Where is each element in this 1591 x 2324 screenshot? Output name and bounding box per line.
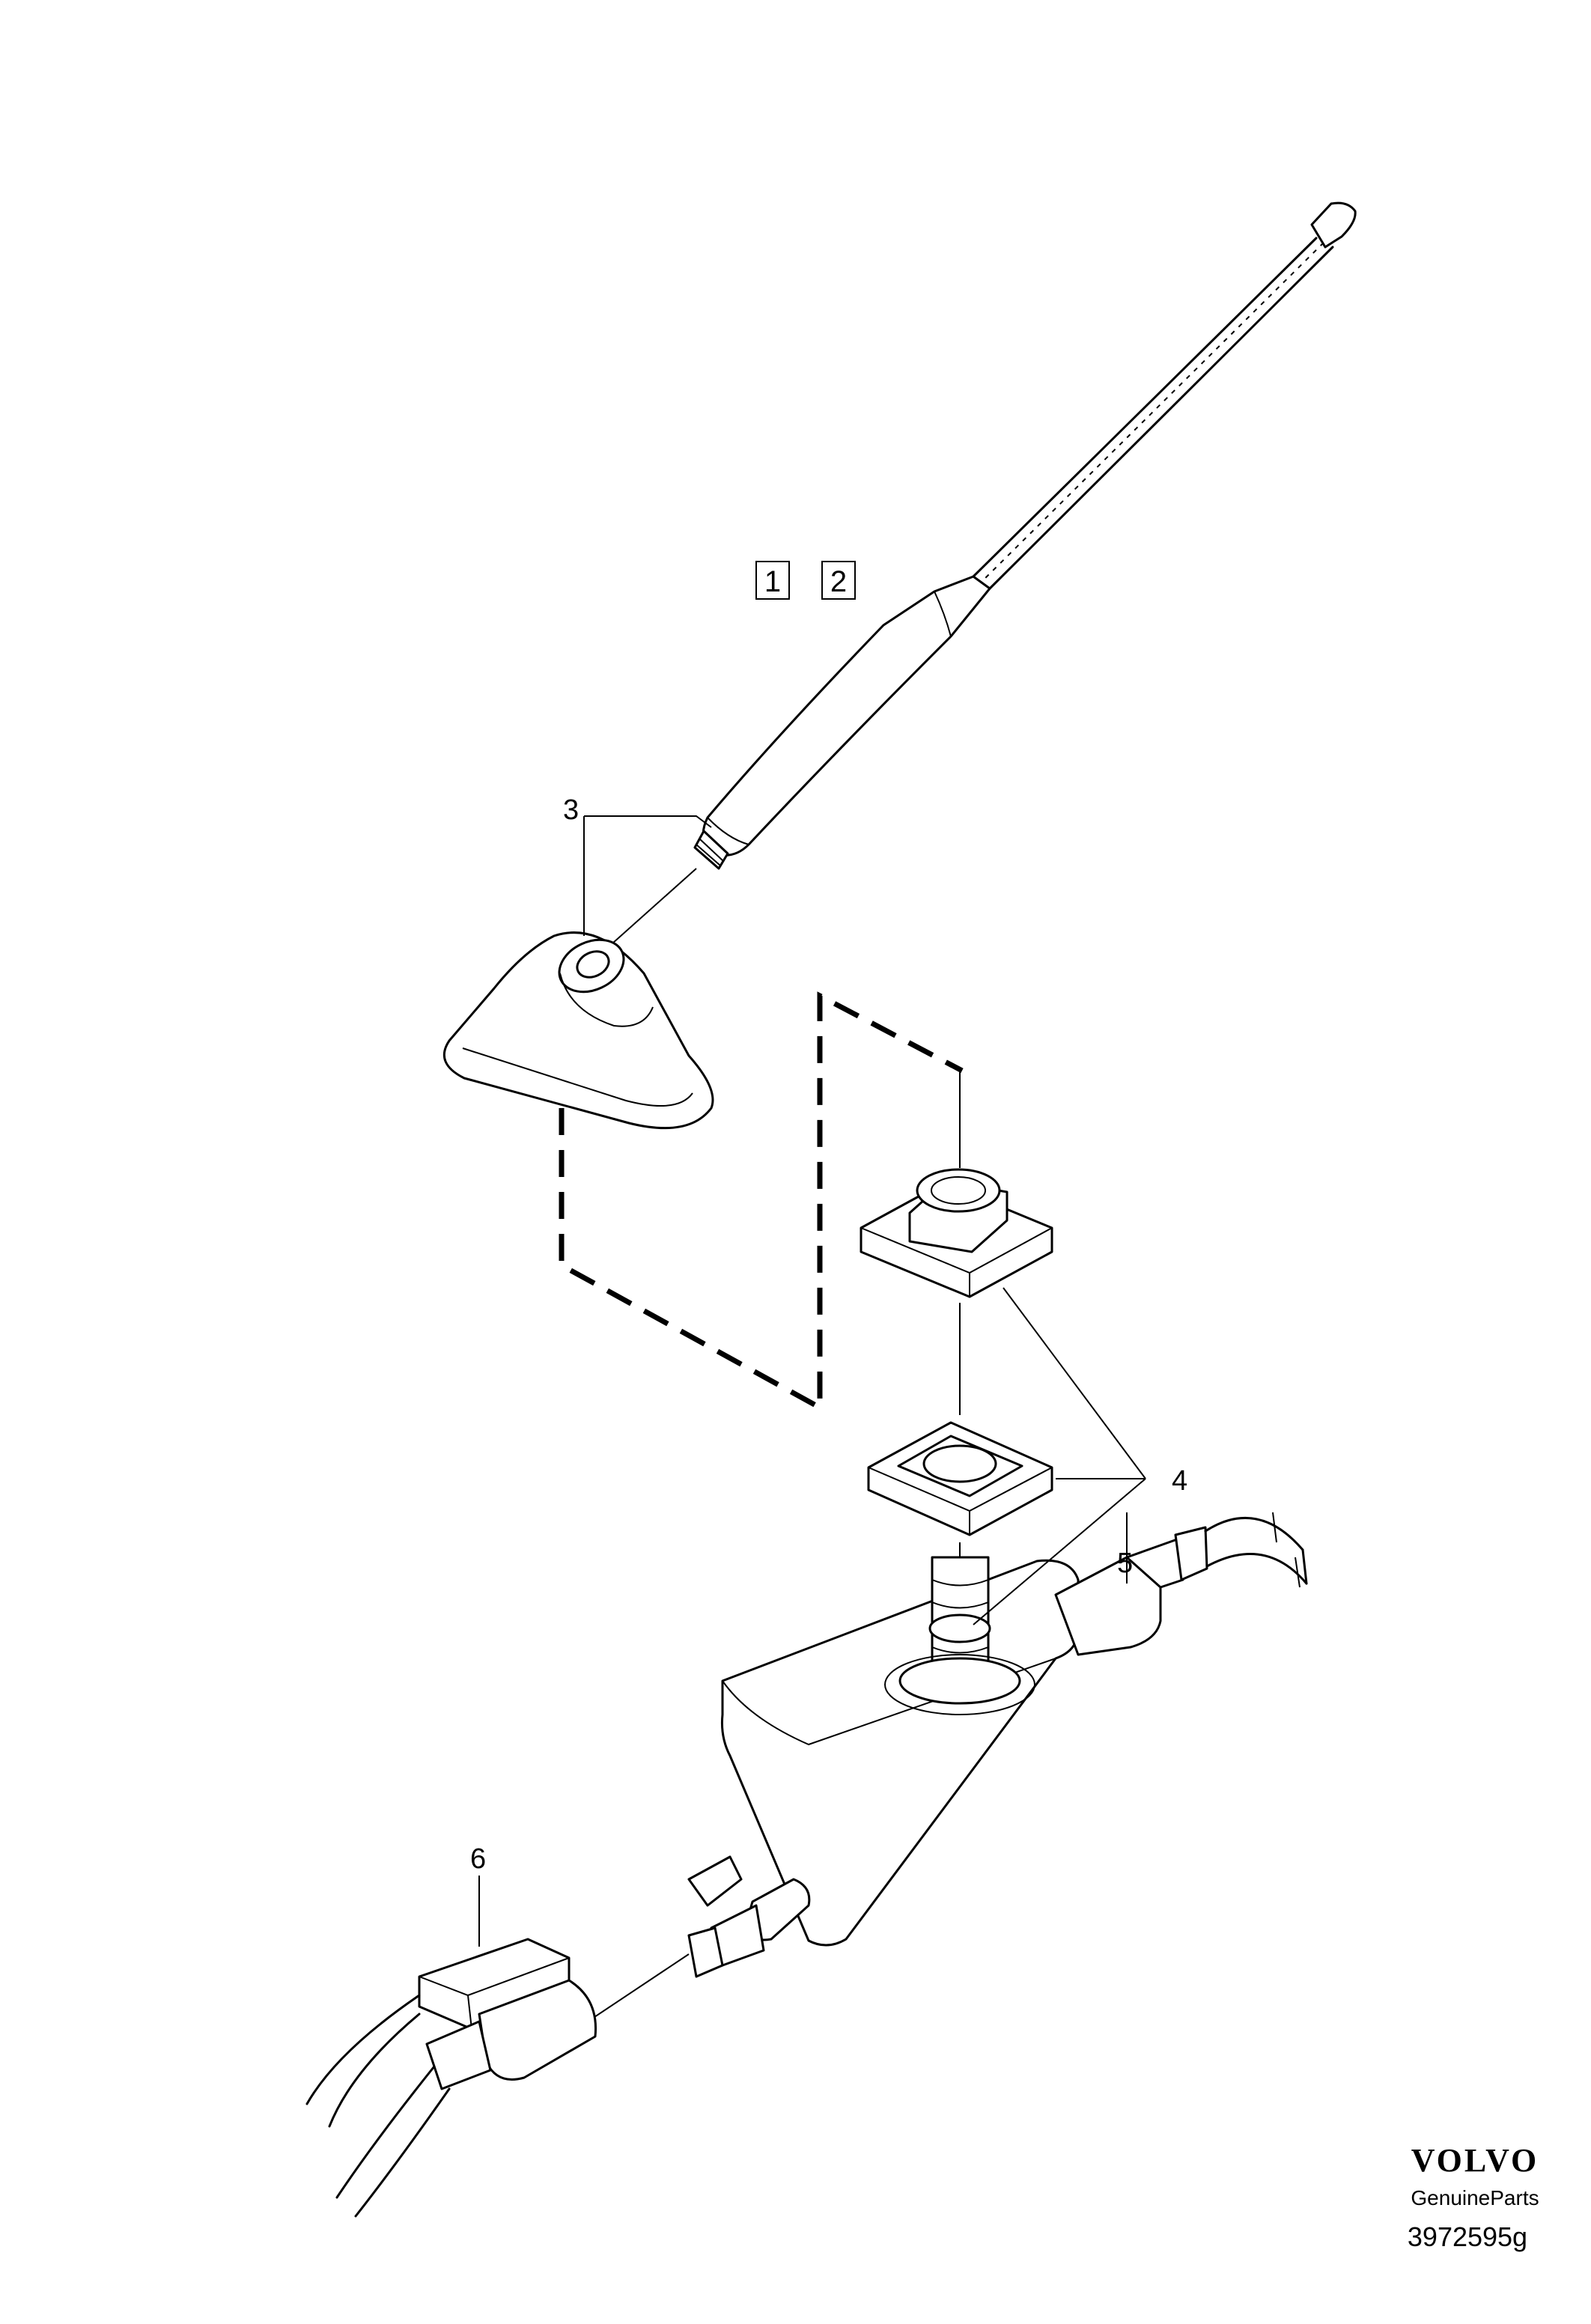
volvo-logo-text: VOLVO	[1411, 2142, 1539, 2179]
mounting-washer	[867, 1421, 1053, 1536]
callout-4: 4	[1172, 1465, 1187, 1497]
leader-plug	[587, 1953, 690, 2022]
ref-box-1	[755, 561, 790, 600]
cable-plug	[418, 1938, 597, 2090]
ref-box-2	[821, 561, 856, 600]
genuine-parts-label: GenuineParts	[1411, 2186, 1539, 2209]
callout-3: 3	[563, 794, 579, 826]
antenna-mast	[693, 201, 1357, 870]
antenna-cable-left	[305, 1994, 451, 2218]
diagram-part-number: 3972595g	[1408, 2221, 1527, 2252]
ref-number-1: 1	[764, 565, 781, 598]
antenna-cable-right	[1204, 1512, 1308, 1588]
dashed-alignment-path	[559, 991, 964, 1412]
antenna-base	[442, 931, 714, 1130]
ref-number-2: 2	[830, 565, 847, 598]
callout-5: 5	[1117, 1548, 1133, 1579]
mounting-nut	[860, 1168, 1053, 1298]
leader-lines	[478, 815, 1146, 1947]
callout-6: 6	[470, 1843, 486, 1875]
antenna-amplifier	[687, 1526, 1208, 1978]
